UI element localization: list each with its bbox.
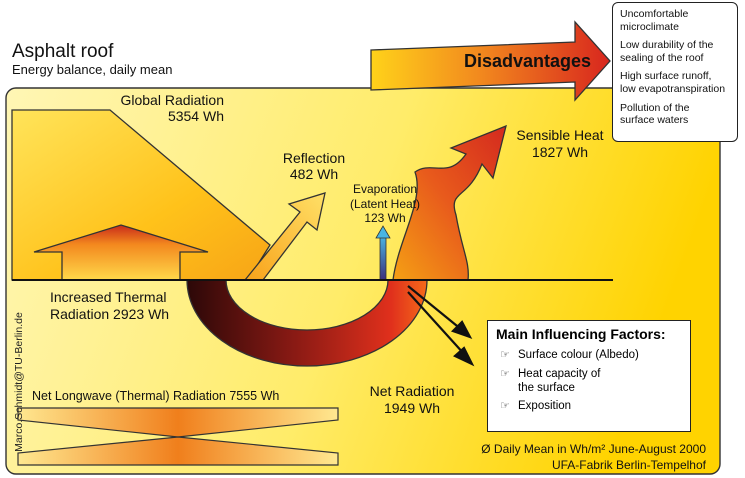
factor-item: ☞ Surface colour (Albedo) xyxy=(496,349,682,363)
disadvantages-label: Disadvantages xyxy=(464,51,592,71)
diagram-title: Asphalt roof xyxy=(12,41,114,62)
house-icon xyxy=(33,224,209,281)
factor-pointer-arrows xyxy=(407,285,475,367)
factor-item: ☞ Exposition xyxy=(496,400,682,414)
disadvantages-list: Uncomfortable microclimate Low durabilit… xyxy=(612,2,738,142)
pointer-hand-icon: ☞ xyxy=(500,400,510,413)
evaporation-value: 123 Wh xyxy=(364,211,406,225)
influencing-factors-heading: Main Influencing Factors: xyxy=(496,326,666,342)
evaporation-sublabel: (Latent Heat) xyxy=(349,197,421,211)
pointer-hand-icon: ☞ xyxy=(500,349,510,361)
sensible-heat-value: 1827 Wh xyxy=(531,144,589,160)
pointer-hand-icon: ☞ xyxy=(500,367,510,380)
net-longwave-label: Net Longwave (Thermal) Radiation 7555 Wh xyxy=(32,389,280,403)
global-radiation-label: Global Radiation xyxy=(120,92,224,108)
net-longwave-bowtie xyxy=(17,407,339,466)
disadvantage-item: Low durability of the sealing of the roo… xyxy=(620,39,714,64)
thermal-radiation-label: Increased Thermal xyxy=(50,289,167,305)
footer-location: UFA-Fabrik Berlin-Tempelhof xyxy=(551,458,706,472)
disadvantages-arrow xyxy=(370,20,611,102)
thermal-radiation-value: Radiation 2923 Wh xyxy=(50,306,170,322)
global-radiation-value: 5354 Wh xyxy=(167,108,224,124)
reflection-value: 482 Wh xyxy=(289,166,339,182)
factor-item: ☞ Heat capacity of the surface xyxy=(496,368,682,396)
net-radiation-value: 1949 Wh xyxy=(383,400,441,416)
factor-item-label: Surface colour (Albedo) xyxy=(518,349,639,361)
evaporation-label: Evaporation xyxy=(352,182,418,196)
reflection-label: Reflection xyxy=(282,150,346,166)
net-radiation-arc xyxy=(186,279,428,367)
disadvantage-item: High surface runoff, low evapotranspirat… xyxy=(620,70,726,95)
sensible-heat-arrow xyxy=(392,124,507,281)
disadvantage-item: Uncomfortable microclimate xyxy=(620,8,689,33)
reflection-arrow xyxy=(243,192,326,281)
influencing-factors-box: Main Influencing Factors: ☞ Surface colou… xyxy=(487,320,691,432)
disadvantage-item: Pollution of the surface waters xyxy=(620,101,690,127)
factor-item-label: Heat capacity of the surface xyxy=(518,367,601,394)
factor-item-label: Exposition xyxy=(518,400,572,413)
diagram-subtitle: Energy balance, daily mean xyxy=(12,62,173,77)
sensible-heat-label: Sensible Heat xyxy=(516,127,604,143)
author-credit: Marco.Schmidt@TU-Berlin.de xyxy=(13,312,25,452)
net-radiation-label: Net Radiation xyxy=(369,383,455,399)
footer-daily-mean: Ø Daily Mean in Wh/m² June-August 2000 xyxy=(481,442,706,456)
